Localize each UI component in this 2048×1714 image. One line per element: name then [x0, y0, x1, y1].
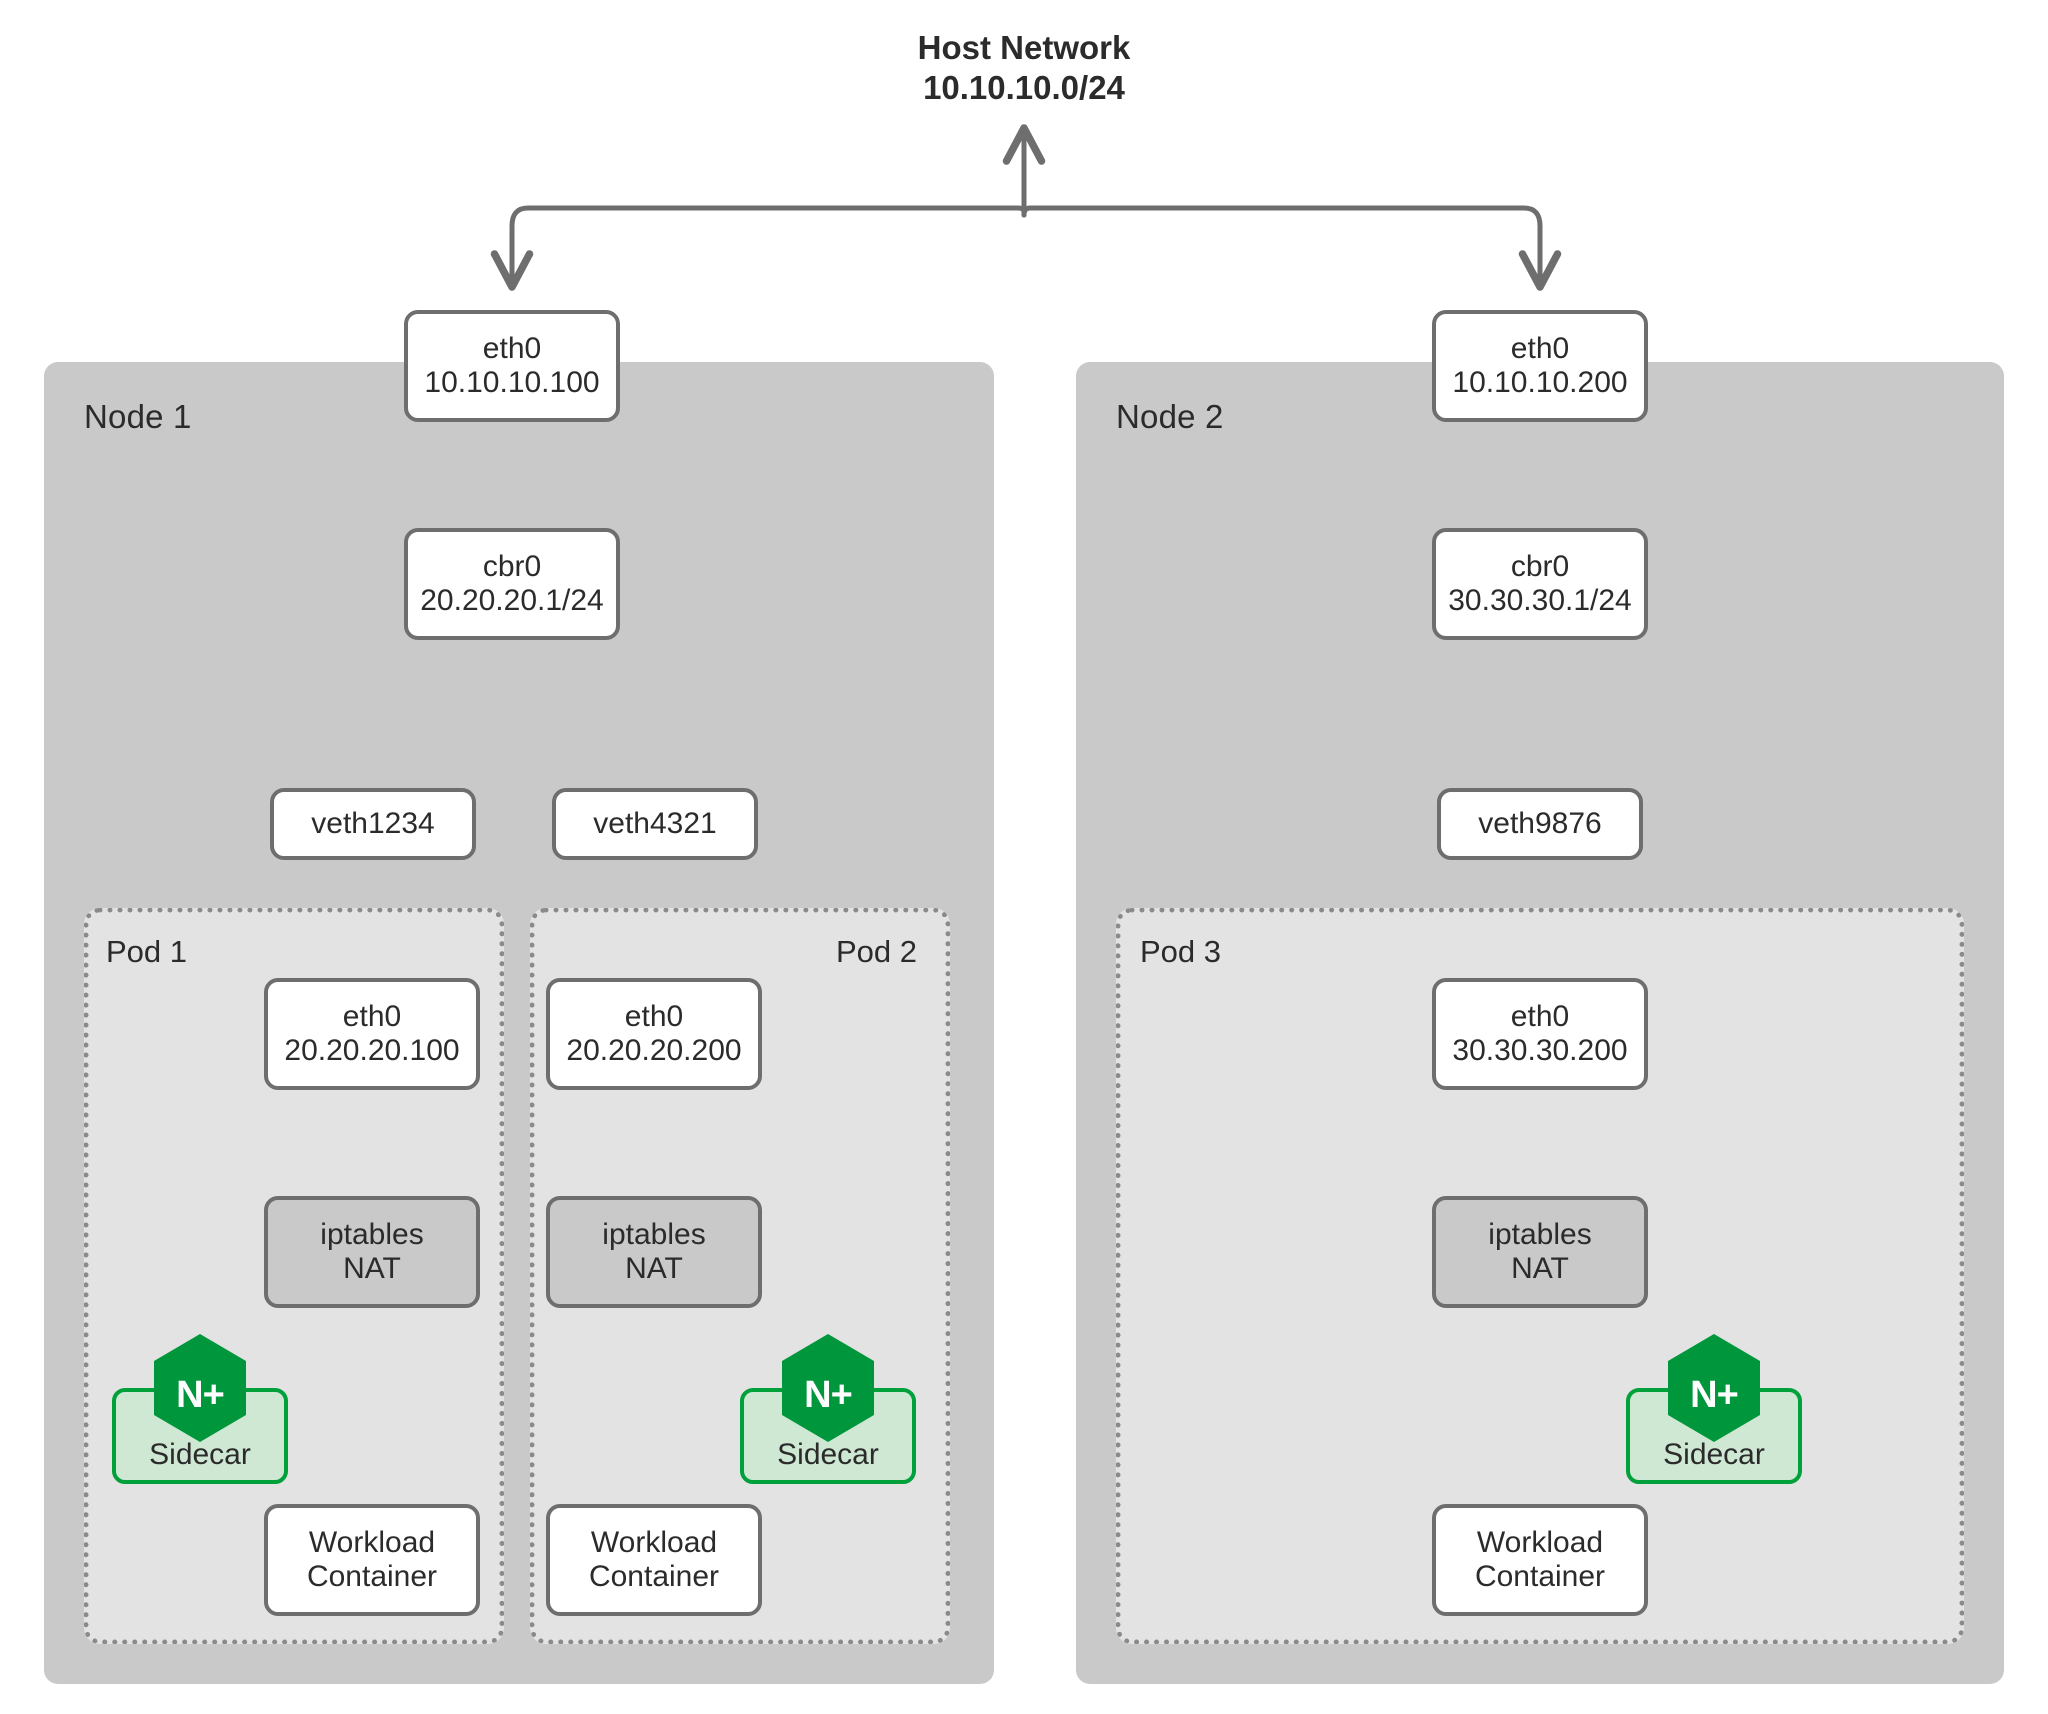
nginx-plus-hex-icon	[154, 1334, 246, 1442]
pod-label-pod-2: Pod 2	[836, 934, 918, 969]
pod-3-sidecar[interactable]: Sidecar N+	[1626, 1332, 1802, 1484]
node-1-eth0-box[interactable]: eth0 10.10.10.100	[404, 310, 620, 422]
node-1-cbr0-box[interactable]: cbr0 20.20.20.1/24	[404, 528, 620, 640]
node-1-veth1234-box[interactable]: veth1234	[270, 788, 476, 860]
nginx-plus-hex-icon	[782, 1334, 874, 1442]
pod-2-iptables-line1: iptables	[602, 1217, 706, 1251]
pod-2-iptables-line2: NAT	[625, 1252, 683, 1285]
node-1-cbr0-name: cbr0	[482, 549, 542, 583]
pod-1-workload-line2: Container	[306, 1560, 438, 1593]
node-2-eth0-name: eth0	[1510, 331, 1570, 365]
node-1-eth0-name: eth0	[482, 331, 542, 365]
pod-2-workload-line2: Container	[588, 1560, 720, 1593]
node-2-veth9876-label: veth9876	[1478, 806, 1602, 840]
node-1-veth4321-box[interactable]: veth4321	[552, 788, 758, 860]
pod-3-iptables-line1: iptables	[1488, 1217, 1592, 1251]
nginx-plus-hex-icon	[1668, 1334, 1760, 1442]
pod-2-sidecar-label: Sidecar	[777, 1438, 879, 1471]
node-2-cbr0-box[interactable]: cbr0 30.30.30.1/24	[1432, 528, 1648, 640]
pod-1-eth0-ip: 20.20.20.100	[284, 1034, 460, 1067]
pod-2-iptables-nat-box[interactable]: iptables NAT	[546, 1196, 762, 1308]
pod-1-eth0-name: eth0	[342, 999, 402, 1033]
node-label-node-2: Node 2	[1116, 398, 1224, 435]
node-2-eth0-ip: 10.10.10.200	[1452, 366, 1628, 399]
pod-1-sidecar[interactable]: Sidecar N+	[112, 1332, 288, 1484]
pod-1-workload-line1: Workload	[308, 1525, 436, 1559]
node-1-eth0-ip: 10.10.10.100	[424, 366, 600, 399]
pod-3-workload-line2: Container	[1474, 1560, 1606, 1593]
pod-3-iptables-nat-box[interactable]: iptables NAT	[1432, 1196, 1648, 1308]
pod-3-workload-container-box[interactable]: Workload Container	[1432, 1504, 1648, 1616]
pod-3-eth0-box[interactable]: eth0 30.30.30.200	[1432, 978, 1648, 1090]
pod-2-workload-container-box[interactable]: Workload Container	[546, 1504, 762, 1616]
pod-1-eth0-box[interactable]: eth0 20.20.20.100	[264, 978, 480, 1090]
node-2-veth9876-box[interactable]: veth9876	[1437, 788, 1643, 860]
pod-label-pod-3: Pod 3	[1140, 934, 1222, 969]
node-1-cbr0-ip: 20.20.20.1/24	[420, 584, 604, 617]
pod-2-workload-line1: Workload	[590, 1525, 718, 1559]
node-2-cbr0-name: cbr0	[1510, 549, 1570, 583]
pod-3-workload-line1: Workload	[1476, 1525, 1604, 1559]
node-1-veth4321-label: veth4321	[593, 806, 717, 840]
pod-1-workload-container-box[interactable]: Workload Container	[264, 1504, 480, 1616]
node-1-veth1234-label: veth1234	[311, 806, 435, 840]
pod-1-sidecar-label: Sidecar	[149, 1438, 251, 1471]
node-2-eth0-box[interactable]: eth0 10.10.10.200	[1432, 310, 1648, 422]
pod-label-pod-1: Pod 1	[106, 934, 188, 969]
pod-3-eth0-name: eth0	[1510, 999, 1570, 1033]
node-2-cbr0-ip: 30.30.30.1/24	[1448, 584, 1632, 617]
node-label-node-1: Node 1	[84, 398, 192, 435]
pod-2-eth0-box[interactable]: eth0 20.20.20.200	[546, 978, 762, 1090]
pod-3-eth0-ip: 30.30.30.200	[1452, 1034, 1628, 1067]
pod-3-iptables-line2: NAT	[1511, 1252, 1569, 1285]
pod-3-sidecar-logo-text: N+	[1690, 1374, 1739, 1416]
pod-2-eth0-ip: 20.20.20.200	[566, 1034, 742, 1067]
pod-2-sidecar-logo-text: N+	[804, 1374, 853, 1416]
pod-1-iptables-line2: NAT	[343, 1252, 401, 1285]
pod-2-eth0-name: eth0	[624, 999, 684, 1033]
pod-1-iptables-line1: iptables	[320, 1217, 424, 1251]
host-network-title: Host Network 10.10.10.0/24	[724, 28, 1324, 109]
pod-1-sidecar-logo-text: N+	[176, 1374, 225, 1416]
host-network-cidr: 10.10.10.0/24	[923, 69, 1125, 107]
pod-2-sidecar[interactable]: Sidecar N+	[740, 1332, 916, 1484]
pod-3-sidecar-label: Sidecar	[1663, 1438, 1765, 1471]
pod-1-iptables-nat-box[interactable]: iptables NAT	[264, 1196, 480, 1308]
host-network-name: Host Network	[917, 29, 1131, 66]
